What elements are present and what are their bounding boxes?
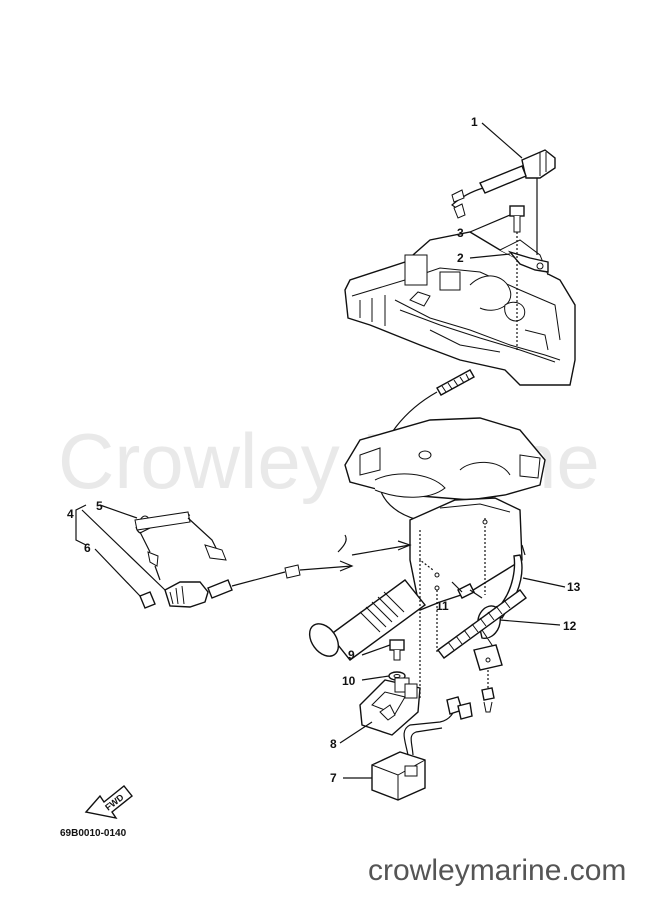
lanyard-switch-part-4 bbox=[164, 534, 412, 608]
screw-part-11 bbox=[457, 583, 483, 599]
callout-5: 5 bbox=[96, 499, 103, 513]
callout-4: 4 bbox=[67, 507, 74, 521]
callout-1: 1 bbox=[471, 115, 478, 129]
callout-2: 2 bbox=[457, 251, 464, 265]
screw-part-3 bbox=[509, 205, 525, 350]
lanyard-coil-part-5 bbox=[134, 511, 227, 581]
bottom-cowling bbox=[344, 231, 576, 386]
callouts: 1 2 3 4 5 6 7 8 9 10 11 12 13 bbox=[67, 115, 581, 785]
fwd-arrow-icon: FWD bbox=[84, 785, 133, 820]
switch-module-part-7 bbox=[371, 696, 473, 801]
screw-part-9 bbox=[389, 639, 405, 661]
callout-8: 8 bbox=[330, 737, 337, 751]
callout-13: 13 bbox=[567, 580, 581, 594]
stop-switch-part-1 bbox=[451, 149, 556, 219]
footer-url: crowleymarine.com bbox=[368, 854, 626, 887]
leader-lines bbox=[75, 122, 566, 779]
callout-12: 12 bbox=[563, 619, 577, 633]
callout-3: 3 bbox=[457, 226, 464, 240]
switch-bracket-part-2 bbox=[507, 178, 549, 273]
callout-11: 11 bbox=[436, 599, 449, 613]
diagram-code: 69B0010-0140 bbox=[60, 828, 127, 839]
lanyard-plug-part-6 bbox=[139, 591, 156, 609]
callout-9: 9 bbox=[348, 648, 355, 662]
switch-holder-part-8 bbox=[359, 677, 421, 736]
wire-harness-part-13 bbox=[437, 544, 527, 659]
steering-bracket bbox=[344, 417, 546, 501]
steering-handle bbox=[308, 497, 523, 700]
callout-6: 6 bbox=[84, 541, 91, 555]
callout-7: 7 bbox=[330, 771, 337, 785]
callout-10: 10 bbox=[342, 674, 356, 688]
